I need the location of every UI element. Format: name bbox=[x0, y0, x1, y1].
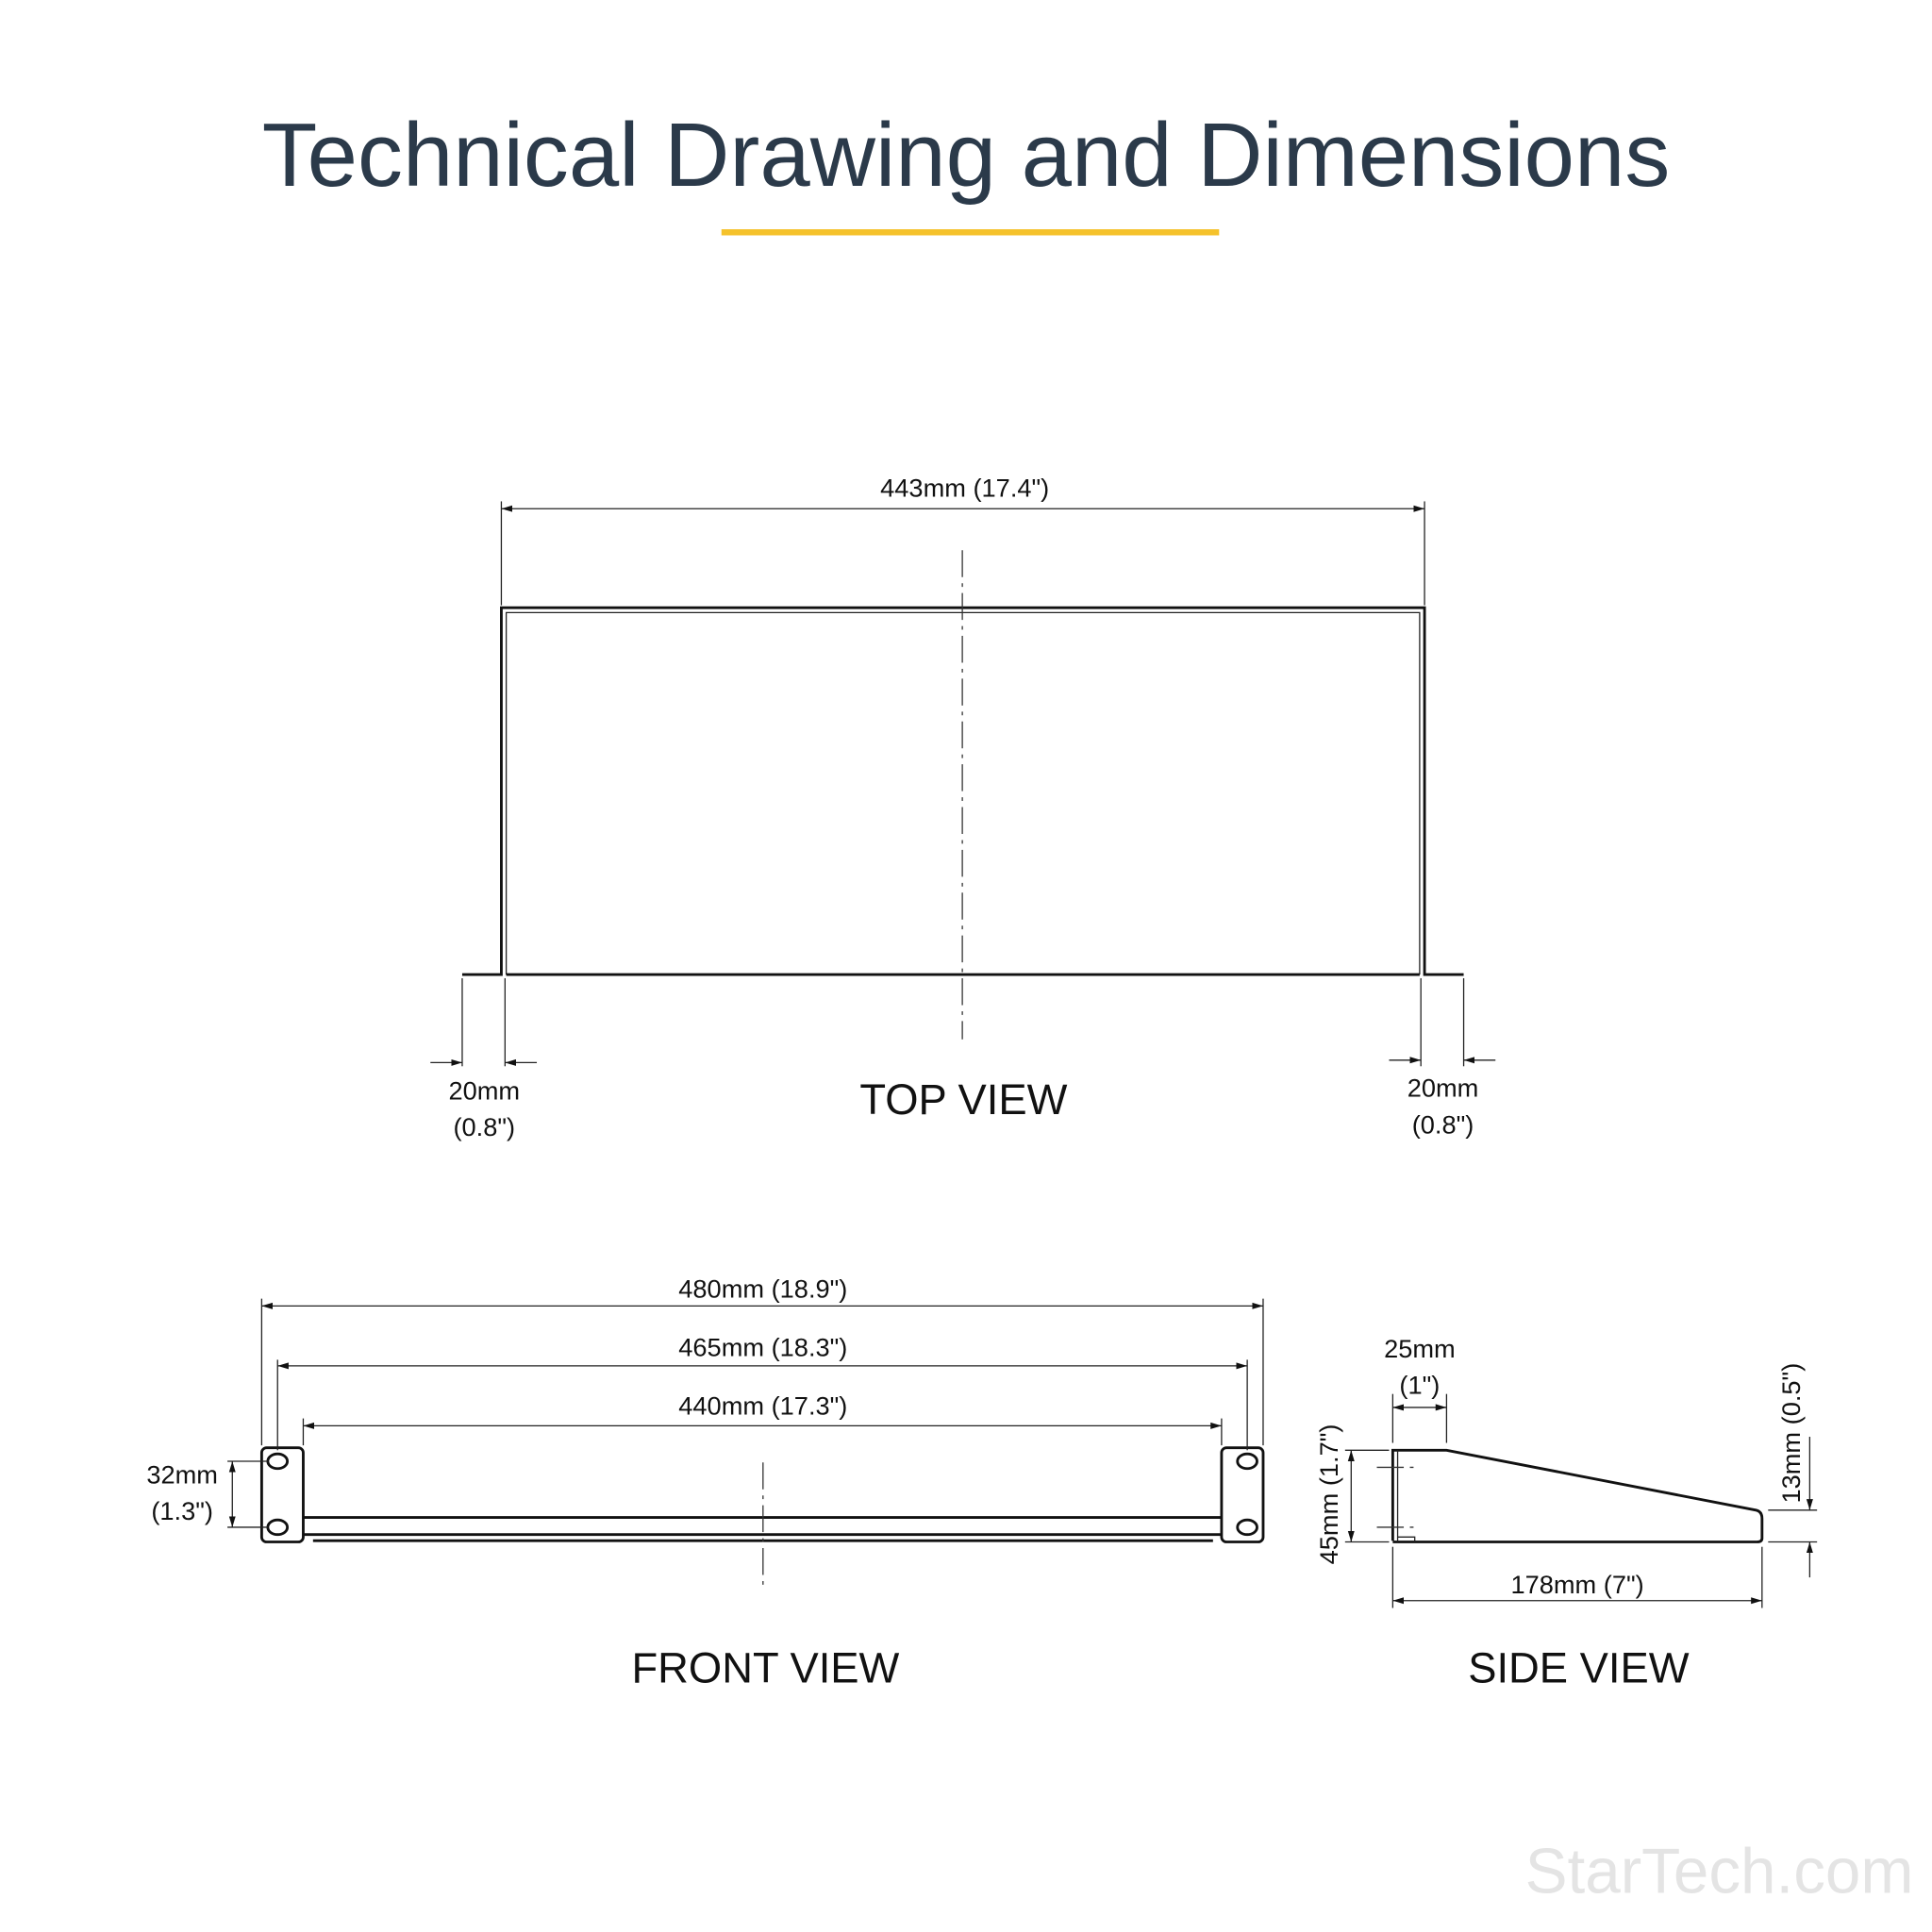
lip-mm: 25mm bbox=[1384, 1334, 1456, 1363]
height-in: (1.3") bbox=[151, 1496, 213, 1525]
right-flange-mm: 20mm bbox=[1407, 1074, 1479, 1103]
left-flange-in: (0.8") bbox=[453, 1112, 515, 1141]
overall-width-dimension: 480mm (18.9") bbox=[678, 1274, 847, 1303]
lip-in: (1") bbox=[1399, 1371, 1440, 1400]
top-view-label: TOP VIEW bbox=[859, 1075, 1067, 1124]
hole-spacing-dimension: 465mm (18.3") bbox=[678, 1332, 847, 1361]
side-view: 25mm (1") 45mm (1.7") 13mm (0.5") 178mm … bbox=[1314, 1334, 1818, 1692]
height-mm: 32mm bbox=[146, 1459, 218, 1489]
startech-watermark-logo: StarTech.com bbox=[1525, 1837, 1914, 1907]
left-flange-mm: 20mm bbox=[448, 1075, 520, 1105]
top-width-dimension: 443mm (17.4") bbox=[880, 473, 1049, 502]
inner-width-dimension: 440mm (17.3") bbox=[678, 1391, 847, 1421]
top-view: 443mm (17.4") 20mm (0.8") 20mm (0.8") TO… bbox=[430, 473, 1496, 1141]
side-height-dimension: 45mm (1.7") bbox=[1314, 1424, 1343, 1565]
side-view-label: SIDE VIEW bbox=[1468, 1644, 1690, 1692]
end-height-dimension: 13mm (0.5") bbox=[1776, 1363, 1806, 1504]
depth-dimension: 178mm (7") bbox=[1510, 1570, 1643, 1599]
page-title: Technical Drawing and Dimensions bbox=[262, 105, 1671, 206]
front-view: 480mm (18.9") 465mm (18.3") 440mm (17.3"… bbox=[146, 1274, 1265, 1692]
right-flange-in: (0.8") bbox=[1412, 1110, 1474, 1140]
front-view-label: FRONT VIEW bbox=[631, 1644, 899, 1692]
